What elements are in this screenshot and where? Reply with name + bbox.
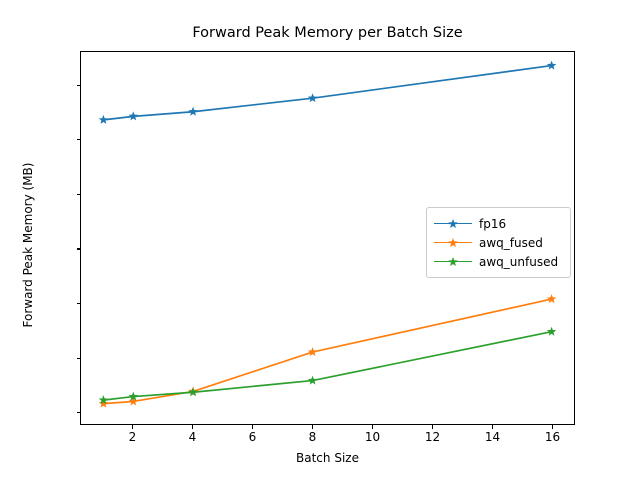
series-line bbox=[103, 330, 552, 401]
legend-item-awq_fused[interactable]: awq_fused bbox=[434, 233, 562, 252]
y-tick-mark bbox=[76, 357, 80, 359]
series-awq_fused bbox=[98, 294, 557, 408]
legend-line-sample bbox=[434, 236, 472, 250]
legend-label: awq_unfused bbox=[479, 254, 559, 269]
chart-title: Forward Peak Memory per Batch Size bbox=[192, 25, 463, 41]
x-tick-label: 16 bbox=[544, 430, 561, 444]
x-tick-mark bbox=[372, 425, 374, 429]
series-lines bbox=[98, 60, 557, 408]
legend-item-awq_unfused[interactable]: awq_unfused bbox=[434, 252, 562, 271]
star-icon bbox=[448, 256, 458, 266]
legend-line-sample bbox=[434, 255, 472, 269]
x-tick-label: 8 bbox=[308, 430, 317, 444]
x-tick-mark bbox=[192, 425, 194, 429]
y-tick-mark bbox=[76, 248, 80, 250]
data-point-marker bbox=[307, 347, 318, 357]
data-point-marker bbox=[307, 93, 318, 103]
legend-label: fp16 bbox=[479, 216, 507, 231]
data-point-marker bbox=[546, 60, 557, 70]
data-point-marker bbox=[128, 396, 139, 406]
x-tick-label: 6 bbox=[248, 430, 257, 444]
data-point-marker bbox=[188, 387, 198, 397]
series-line bbox=[103, 64, 552, 121]
y-axis-label: Forward Peak Memory (MB) bbox=[21, 162, 35, 328]
data-point-marker bbox=[128, 111, 139, 121]
x-axis-label: Batch Size bbox=[296, 451, 359, 465]
x-tick-label: 10 bbox=[364, 430, 381, 444]
x-tick-label: 12 bbox=[424, 430, 441, 444]
y-tick-mark bbox=[76, 84, 80, 86]
data-point-marker bbox=[98, 398, 109, 408]
x-tick-mark bbox=[432, 425, 434, 429]
data-point-marker bbox=[546, 294, 557, 304]
y-tick-mark bbox=[76, 412, 80, 414]
x-tick-label: 14 bbox=[484, 430, 501, 444]
y-tick-mark bbox=[76, 193, 80, 195]
x-tick-mark bbox=[252, 425, 254, 429]
x-tick-mark bbox=[132, 425, 134, 429]
data-point-marker bbox=[546, 326, 557, 336]
data-point-marker bbox=[98, 395, 109, 405]
x-tick-mark bbox=[552, 425, 554, 429]
x-tick-mark bbox=[312, 425, 314, 429]
legend-label: awq_fused bbox=[479, 235, 543, 250]
series-awq_unfused bbox=[98, 326, 557, 405]
series-fp16 bbox=[98, 60, 557, 124]
series-line bbox=[103, 298, 552, 405]
data-point-marker bbox=[188, 106, 198, 116]
star-icon bbox=[448, 237, 458, 247]
legend-item-fp16[interactable]: fp16 bbox=[434, 214, 562, 233]
x-tick-label: 2 bbox=[128, 430, 137, 444]
star-icon bbox=[448, 218, 458, 228]
data-point-marker bbox=[98, 114, 109, 124]
x-tick-label: 4 bbox=[188, 430, 197, 444]
data-point-marker bbox=[307, 375, 318, 385]
chart-legend[interactable]: fp16 awq_fused awq_unfused bbox=[426, 207, 571, 278]
y-tick-mark bbox=[76, 303, 80, 305]
data-point-marker bbox=[128, 391, 139, 401]
legend-line-sample bbox=[434, 217, 472, 231]
y-tick-mark bbox=[76, 139, 80, 141]
x-tick-mark bbox=[492, 425, 494, 429]
